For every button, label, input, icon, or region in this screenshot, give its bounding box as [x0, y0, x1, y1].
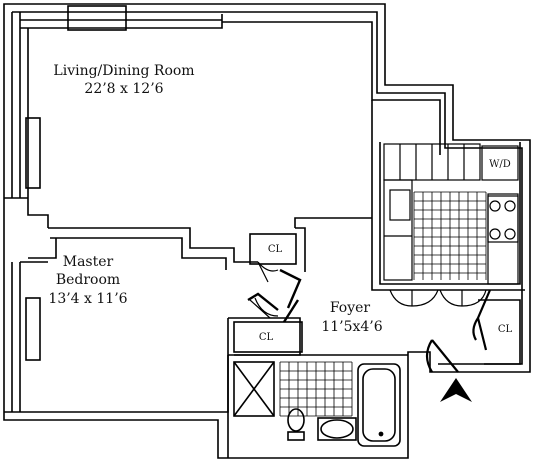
foyer-door-1 [249, 297, 279, 319]
bedroom-size: 13’4 x 11’6 [48, 291, 127, 307]
bedroom-top-wall [48, 227, 258, 270]
top-inner-wall-2 [222, 21, 441, 155]
kitchen-inner [379, 142, 521, 285]
bedroom-name-1: Master [63, 254, 114, 270]
living-corridor [294, 217, 372, 272]
living-room-name: Living/Dining Room [53, 63, 194, 79]
kitchen-tile [413, 191, 487, 280]
outer-wall-inner [12, 11, 523, 365]
window-bedroom [25, 297, 41, 361]
bedroom-closet-box [249, 233, 297, 265]
right-closet-door [472, 289, 492, 351]
bedroom-left-wall [20, 238, 57, 263]
bedroom-door [247, 292, 300, 323]
living-room-size: 22’8 x 12’6 [84, 81, 163, 97]
window-top [67, 5, 127, 31]
left-wall [4, 12, 28, 413]
bath-tile [279, 361, 353, 417]
bedroom-closet-label: CL [268, 244, 283, 255]
foyer-closet-label: CL [259, 332, 274, 343]
outer-wall [3, 3, 531, 459]
window-living [25, 117, 41, 189]
foyer-closet-box [233, 321, 303, 353]
entry-door [425, 339, 459, 373]
bedroom-closet-door [257, 261, 279, 283]
bathroom-wall [227, 354, 408, 458]
right-closet-wall [478, 299, 521, 365]
entry-arrow-icon [440, 378, 472, 402]
right-closet-label: CL [498, 324, 513, 335]
sink [320, 419, 354, 439]
kitchen-outer [371, 100, 525, 291]
shower [233, 361, 275, 417]
kitchen-doors [389, 289, 487, 307]
bedroom-name-2: Bedroom [56, 272, 120, 288]
living-wall [27, 28, 49, 228]
foyer-name: Foyer [330, 300, 371, 316]
bedroom-bottom-wall [28, 318, 229, 413]
washer-dryer-label: W/D [489, 159, 511, 170]
kitchen [383, 143, 519, 285]
foyer-size: 11’5x4’6 [321, 319, 382, 335]
bathtub [357, 363, 401, 447]
top-inner-wall [20, 14, 223, 29]
foyer-door-2 [279, 268, 302, 309]
toilet [287, 408, 305, 432]
washer-dryer-box [481, 145, 519, 181]
